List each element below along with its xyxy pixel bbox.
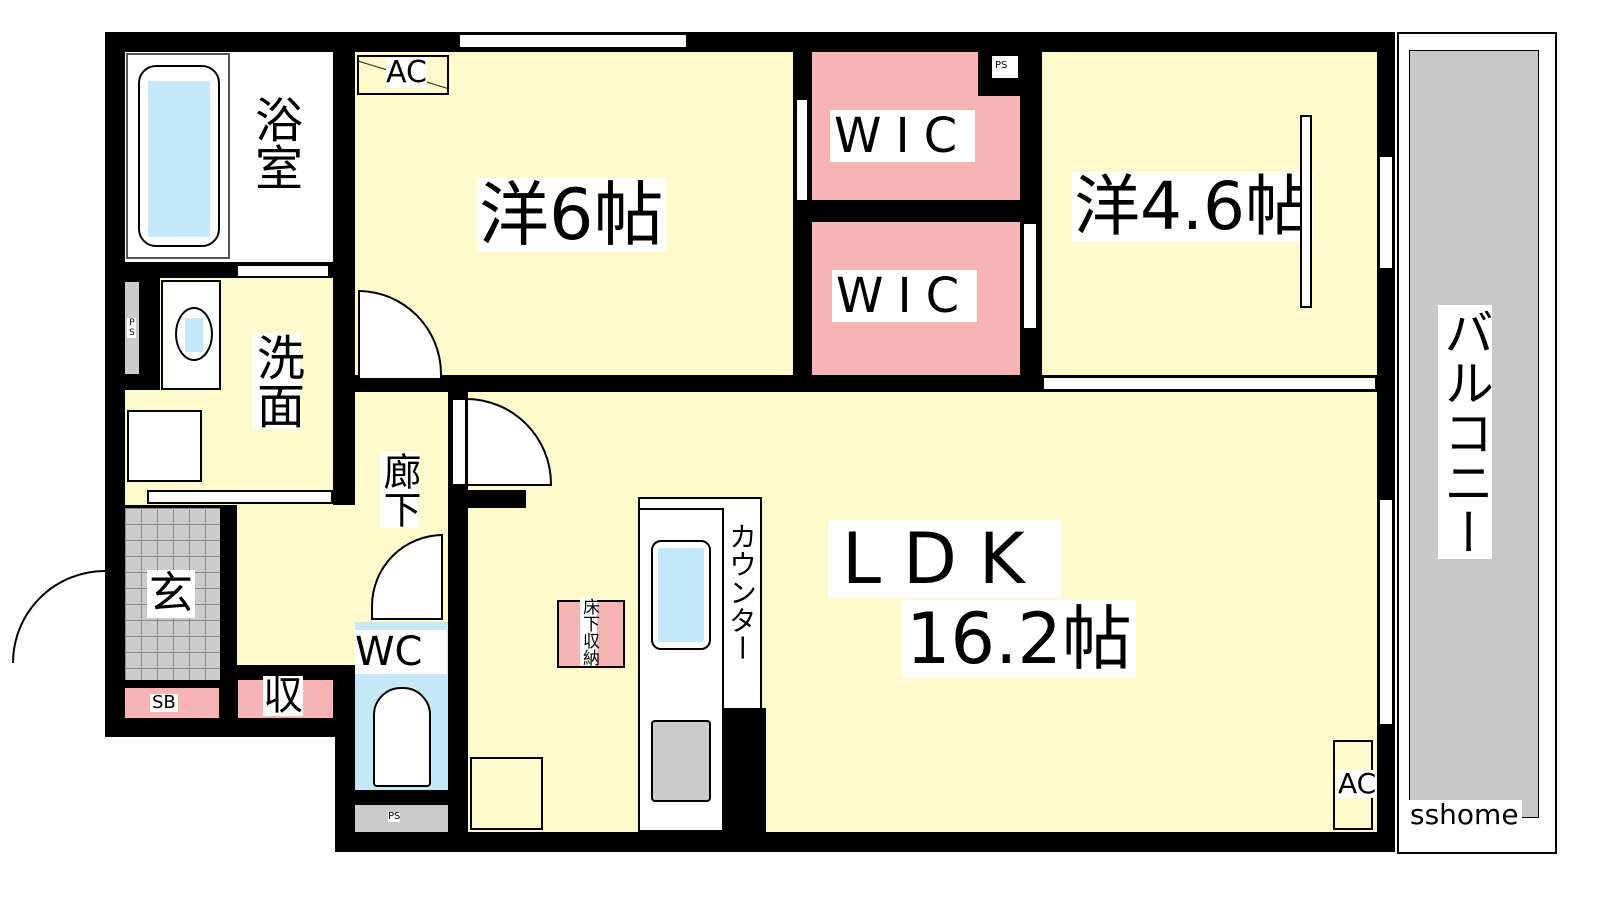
washing-machine [127,410,202,482]
shoe-box-label: SB [150,692,178,713]
bath-label: 浴室 [246,95,302,191]
ac-label: AC [1338,767,1377,800]
toilet [373,687,431,787]
washroom-door[interactable] [147,490,333,504]
ldk-size-label: 16.2帖 [902,600,1136,678]
balcony [1397,32,1557,854]
ps-label: PS [995,60,1008,71]
bath-door[interactable] [236,264,330,278]
western-6-door[interactable] [358,290,442,380]
skylight [470,757,543,830]
western-46-label: 洋4.6帖 [1072,168,1313,245]
ac-label: AC [386,55,427,90]
window-ldk[interactable] [1378,498,1394,726]
counter-label: カウンター [725,522,758,662]
ps-label: PS [127,318,137,338]
balcony-label: バルコニー [1436,305,1494,559]
western-6-label: 洋6帖 [477,174,666,256]
closet-door-sliding[interactable] [1300,115,1312,308]
washroom-label: 洗面 [248,333,304,429]
bathtub [126,53,230,259]
wc-label: WC [355,630,447,674]
window-top[interactable] [458,33,688,49]
ldk-name-label: LDK [828,520,1061,598]
entrance-label: 玄 [147,568,195,619]
wic-2-door[interactable] [1022,222,1038,330]
hallway-label: 廊下 [377,452,421,528]
pipe-space [355,805,448,832]
wic-1-label: WIC [830,110,976,162]
wic-2-label: WIC [832,270,978,322]
wc-door[interactable] [371,534,443,620]
underfloor-storage-label: 床下収納 [579,598,599,666]
storage-label: 収 [263,673,303,719]
sliding-door-ldk[interactable] [1042,376,1377,391]
stove [651,720,711,802]
watermark: sshome [1407,800,1522,830]
kitchen-sink [651,540,711,650]
washbasin [161,280,221,390]
wic-1-door[interactable] [795,98,809,202]
ps-label: PS [388,811,401,822]
window-western-46[interactable] [1378,155,1394,270]
